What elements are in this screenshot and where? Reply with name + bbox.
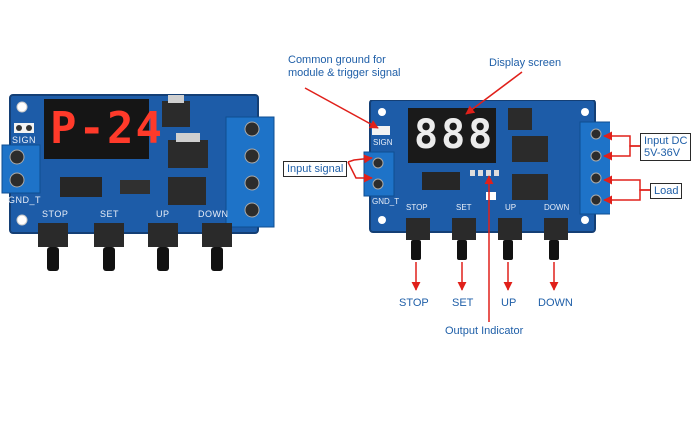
left-stop-label: STOP — [42, 209, 69, 219]
left-board-photo: P-24 SIGN GND_T STOP SET UP DOWN — [0, 85, 282, 285]
left-up-label: UP — [156, 209, 170, 219]
left-sign-label: SIGN — [12, 135, 37, 145]
left-down-label: DOWN — [198, 209, 229, 219]
left-display-readout: P-24 — [50, 103, 164, 154]
right-sign-label: SIGN — [373, 138, 393, 147]
load-label: Load — [650, 183, 683, 199]
left-gnd-label: GND_T — [8, 195, 42, 205]
common-ground-label: Common ground for module & trigger signa… — [288, 54, 401, 79]
input-dc-label: Input DC 5V-36V — [640, 133, 692, 161]
right-display-readout: 888 — [414, 112, 496, 158]
input-signal-label: Input signal — [283, 161, 348, 177]
display-screen-label: Display screen — [489, 57, 562, 69]
right-stop-label: STOP — [406, 203, 428, 212]
set-caption: SET — [452, 297, 474, 309]
left-set-label: SET — [100, 209, 120, 219]
right-gnd-label: GND_T — [372, 197, 400, 206]
right-down-label: DOWN — [544, 203, 570, 212]
output-indicator-label: Output Indicator — [445, 325, 524, 337]
up-caption: UP — [501, 297, 517, 309]
right-up-label: UP — [505, 203, 517, 212]
down-caption: DOWN — [538, 297, 573, 309]
stop-caption: STOP — [399, 297, 429, 309]
right-board-diagram: 888 SIGN GND_T STOP SET UP DOWN — [360, 99, 615, 240]
right-set-label: SET — [456, 203, 472, 212]
